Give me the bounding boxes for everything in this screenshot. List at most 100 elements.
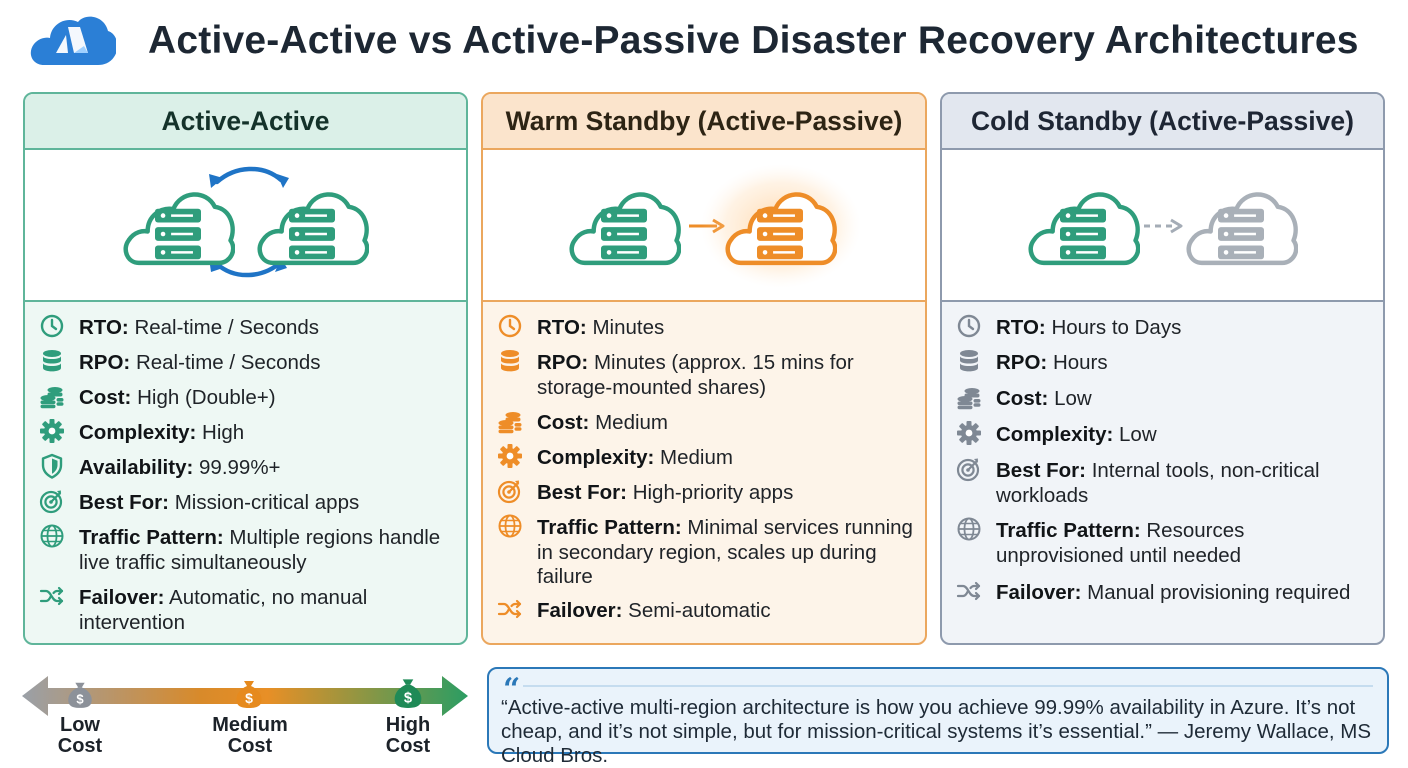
shuffle-icon	[956, 581, 981, 601]
feature-row: Cost: Medium	[497, 411, 915, 436]
feature-value: Internal tools, non-critical workloads	[996, 459, 1320, 507]
feature-text: RPO: Real-time / Seconds	[79, 351, 321, 376]
feature-label: Complexity:	[996, 423, 1114, 446]
feature-value: Medium	[660, 446, 733, 469]
coins-icon	[498, 412, 522, 434]
feature-row: Complexity: High	[39, 419, 456, 446]
shield-icon	[41, 453, 63, 479]
feature-value: Minimal services running in secondary re…	[537, 516, 913, 588]
feature-text: Complexity: Medium	[537, 446, 733, 471]
gear-icon	[498, 444, 522, 468]
shuffle-icon	[497, 599, 522, 619]
feature-value: High (Double+)	[137, 386, 276, 409]
feature-row: Best For: Internal tools, non-critical w…	[956, 457, 1373, 508]
feature-value: 99.99%+	[199, 456, 281, 479]
feature-text: Best For: High-priority apps	[537, 481, 793, 506]
feature-text: Availability: 99.99%+	[79, 456, 281, 481]
globe-icon	[498, 514, 522, 538]
clock-icon	[40, 314, 64, 338]
feature-text: Traffic Pattern: Resources unprovisioned…	[996, 519, 1373, 568]
feature-row: Complexity: Low	[956, 421, 1373, 448]
cold-standby-cloud-icon	[1189, 194, 1297, 262]
feature-label: Cost:	[537, 411, 590, 434]
feature-label: Availability:	[79, 456, 194, 479]
feature-label: Best For:	[537, 481, 627, 504]
card-title: Cold Standby (Active-Passive)	[942, 94, 1383, 150]
feature-row: Cost: High (Double+)	[39, 386, 456, 411]
feature-value: High	[202, 421, 245, 444]
globe-icon	[40, 524, 64, 548]
feature-row: RPO: Hours	[956, 350, 1373, 376]
feature-row: Traffic Pattern: Minimal services runnin…	[497, 514, 915, 590]
feature-row: Cost: Low	[956, 387, 1373, 412]
feature-text: Cost: High (Double+)	[79, 386, 276, 411]
feature-row: RPO: Real-time / Seconds	[39, 350, 456, 376]
feature-value: Semi-automatic	[628, 599, 771, 622]
feature-value: Hours	[1052, 351, 1108, 374]
medium-cost-money-bag-icon	[236, 681, 262, 708]
low-cost-money-bag-icon	[68, 682, 92, 708]
feature-text: Traffic Pattern: Minimal services runnin…	[537, 516, 915, 590]
feature-row: Best For: Mission-critical apps	[39, 489, 456, 516]
feature-label: RTO:	[996, 316, 1046, 339]
quote-box: “ “Active-active multi-region architectu…	[487, 667, 1389, 767]
feature-text: RPO: Hours	[996, 351, 1108, 376]
cold-standby-illustration	[942, 150, 1383, 302]
target-icon	[39, 489, 63, 514]
feature-label: Best For:	[79, 491, 169, 514]
feature-row: Failover: Automatic, no manual intervent…	[39, 586, 456, 635]
feature-value: Mission-critical apps	[174, 491, 360, 514]
target-icon	[497, 479, 521, 504]
feature-text: Complexity: High	[79, 421, 244, 446]
feature-value: High-priority apps	[632, 481, 794, 504]
feature-row: RTO: Hours to Days	[956, 314, 1373, 341]
feature-value: Minutes	[592, 316, 665, 339]
feature-label: Failover:	[537, 599, 623, 622]
feature-label: Traffic Pattern:	[79, 526, 224, 549]
feature-text: Best For: Internal tools, non-critical w…	[996, 459, 1373, 508]
feature-text: Failover: Semi-automatic	[537, 599, 771, 624]
feature-text: Cost: Low	[996, 387, 1092, 412]
feature-value: Hours to Days	[1051, 316, 1182, 339]
gear-icon	[40, 419, 64, 443]
feature-text: RTO: Minutes	[537, 316, 664, 341]
feature-row: Best For: High-priority apps	[497, 479, 915, 506]
feature-text: RPO: Minutes (approx. 15 mins for storag…	[537, 351, 915, 400]
coins-icon	[957, 388, 981, 410]
primary-region-cloud-icon	[1031, 194, 1139, 262]
feature-value: Multiple regions handle live traffic sim…	[79, 526, 441, 574]
quote-divider	[523, 685, 1373, 687]
feature-label: RTO:	[537, 316, 587, 339]
header: Active-Active vs Active-Passive Disaster…	[28, 10, 1388, 72]
feature-value: Medium	[595, 411, 669, 434]
feature-text: RTO: Hours to Days	[996, 316, 1181, 341]
clock-icon	[957, 314, 981, 338]
feature-label: RPO:	[537, 351, 589, 374]
dashed-arrow-icon	[1144, 218, 1183, 234]
feature-row: Failover: Manual provisioning required	[956, 581, 1373, 606]
feature-text: Cost: Medium	[537, 411, 668, 436]
warm-standby-illustration	[483, 150, 925, 302]
card-title: Active-Active	[25, 94, 466, 150]
database-icon	[960, 350, 978, 372]
feature-label: Failover:	[79, 586, 165, 609]
feature-value: Real-time / Seconds	[134, 316, 320, 339]
feature-text: RTO: Real-time / Seconds	[79, 316, 319, 341]
feature-label: Complexity:	[537, 446, 655, 469]
feature-label: Cost:	[996, 387, 1049, 410]
feature-label: Traffic Pattern:	[537, 516, 682, 539]
feature-row: Traffic Pattern: Resources unprovisioned…	[956, 517, 1373, 568]
secondary-region-cloud-icon	[260, 194, 368, 262]
globe-icon	[957, 517, 981, 541]
feature-value: Minutes (approx. 15 mins for storage-mou…	[537, 351, 854, 399]
feature-label: Cost:	[79, 386, 132, 409]
quote-text: “Active-active multi-region architecture…	[501, 696, 1372, 767]
feature-value: Low	[1119, 423, 1157, 446]
feature-label: RPO:	[79, 351, 131, 374]
cold-standby-card: Cold Standby (Active-Passive) RTO: Hours…	[940, 92, 1385, 645]
feature-value: Resources unprovisioned until needed	[996, 519, 1245, 567]
card-title: Warm Standby (Active-Passive)	[483, 94, 925, 150]
